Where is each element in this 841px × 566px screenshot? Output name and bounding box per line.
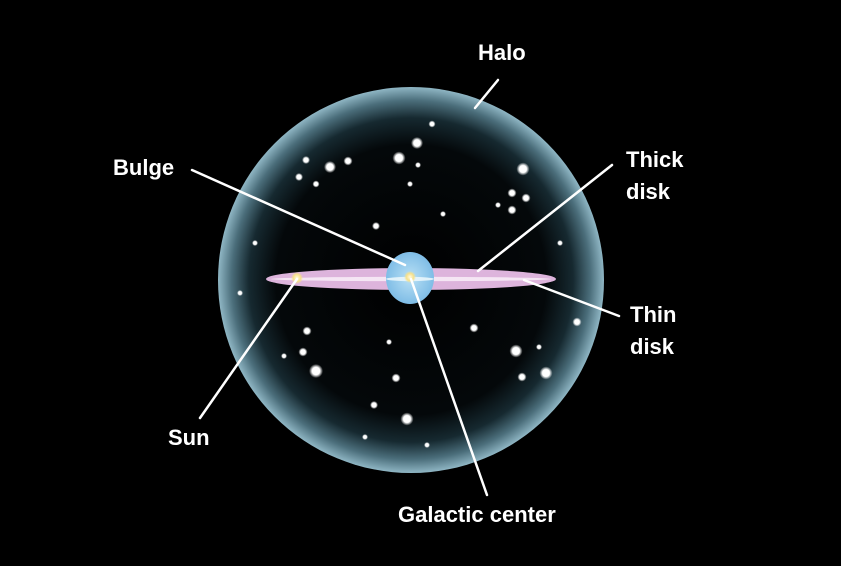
star [407, 181, 413, 187]
star [521, 193, 531, 203]
star [469, 323, 479, 333]
star [428, 120, 436, 128]
star [400, 412, 414, 426]
star [424, 442, 430, 448]
label-sun: Sun [168, 425, 210, 450]
bulge-leader-line [190, 168, 407, 267]
star [440, 211, 446, 217]
star [372, 222, 380, 230]
star [309, 364, 323, 378]
star [509, 344, 523, 358]
thin-disk-leader-line [522, 278, 621, 318]
star [507, 205, 517, 215]
star [362, 434, 368, 440]
star [302, 326, 312, 336]
star [298, 347, 308, 357]
galactic-center-leader-line [409, 277, 489, 497]
star [281, 353, 287, 359]
star [343, 156, 353, 166]
star [370, 401, 378, 409]
label-bulge: Bulge [113, 155, 174, 180]
star [392, 151, 406, 165]
star [295, 173, 303, 181]
thick-disk-leader-line [476, 163, 614, 273]
halo-stars [237, 120, 582, 448]
star [411, 137, 423, 149]
star [557, 240, 563, 246]
star [495, 202, 501, 208]
star [237, 290, 243, 296]
star [539, 366, 553, 380]
halo-leader-line [473, 78, 500, 110]
galactic-center-dot [404, 271, 416, 283]
star [302, 156, 310, 164]
star [517, 372, 527, 382]
label-halo: Halo [478, 40, 526, 65]
star [536, 344, 542, 350]
sun-leader-line [198, 277, 299, 420]
star [572, 317, 582, 327]
star [507, 188, 517, 198]
star [391, 373, 401, 383]
star [324, 161, 336, 173]
star [312, 180, 320, 188]
star [252, 240, 258, 246]
label-galactic-center: Galactic center [398, 502, 556, 527]
label-thick-disk-line1: Thick [626, 147, 684, 172]
label-thin-disk-line2: disk [630, 334, 675, 359]
star [415, 162, 421, 168]
label-thick-disk-line2: disk [626, 179, 671, 204]
label-thin-disk-line1: Thin [630, 302, 676, 327]
star [516, 162, 530, 176]
star [386, 339, 392, 345]
